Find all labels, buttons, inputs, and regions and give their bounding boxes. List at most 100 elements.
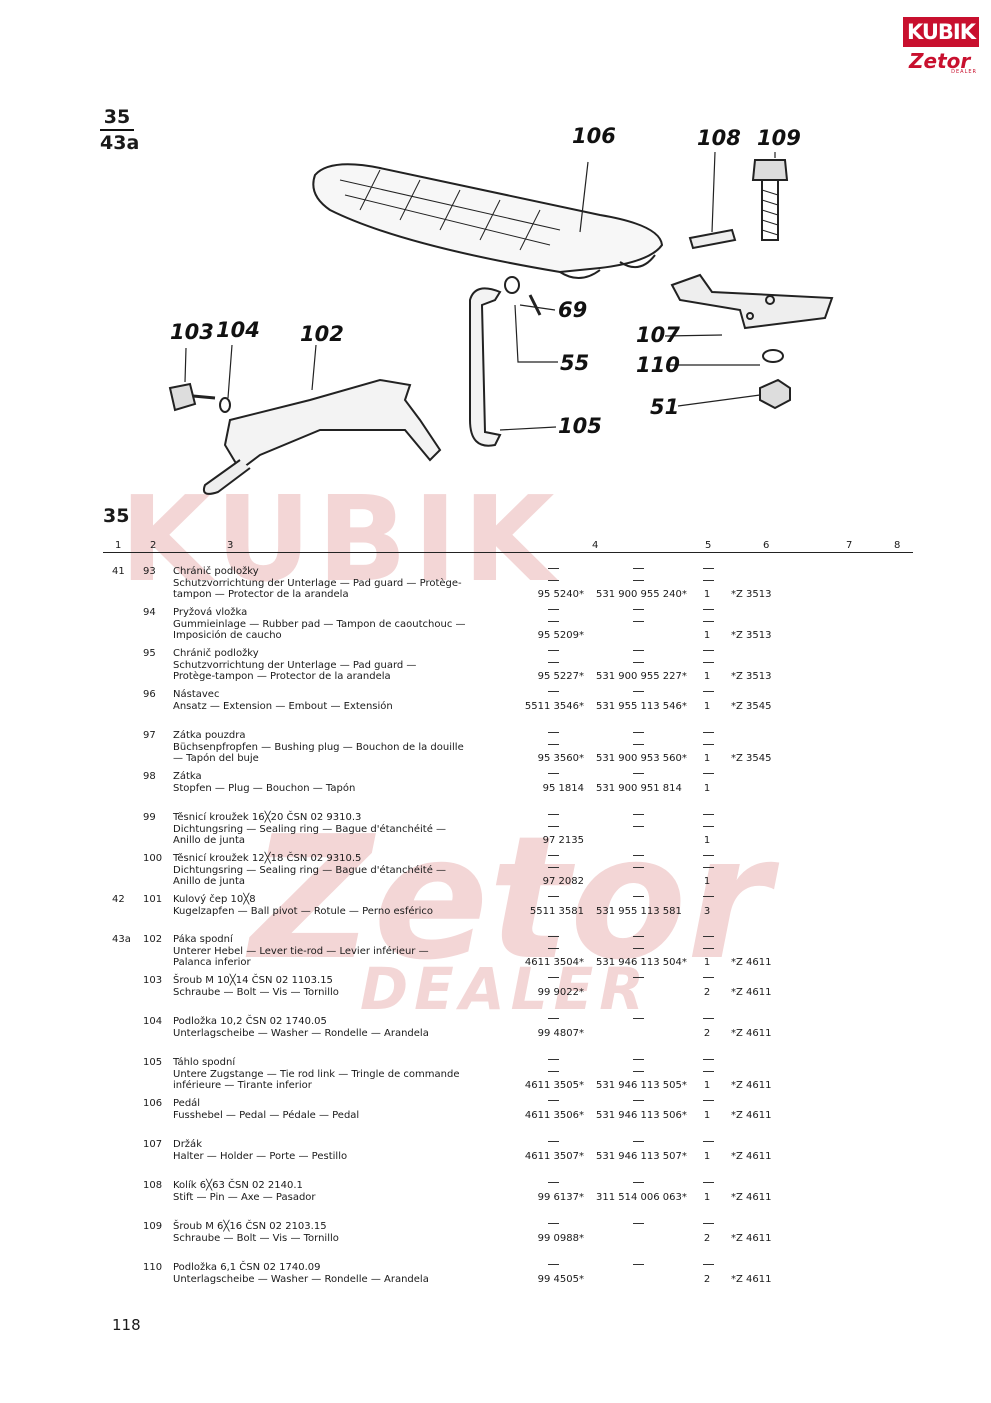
placeholder-dash — [703, 1018, 714, 1019]
callout-69: 69 — [558, 298, 588, 322]
description-line: Halter — Holder — Porte — Pestillo — [173, 1150, 348, 1162]
description-line: Šroub M 10╳14 ČSN 02 1103.15 — [173, 975, 333, 986]
placeholder-dash — [548, 814, 559, 815]
placeholder-dash — [633, 691, 644, 692]
description-line: Pedál — [173, 1098, 201, 1109]
position-cell: 110 — [143, 1262, 163, 1273]
bolt-103-part — [168, 382, 197, 412]
description-line: Schraube — Bolt — Vis — Tornillo — [173, 986, 339, 998]
holder-part — [670, 273, 834, 330]
note-cell: *Z 4611 — [731, 957, 772, 968]
description-line: Unterer Hebel — Lever tie-rod — Levier i… — [173, 945, 429, 957]
position-cell: 109 — [143, 1221, 163, 1232]
description-line: Imposición de caucho — [173, 630, 282, 641]
description-line: Táhlo spodní — [173, 1057, 236, 1068]
part-number-cell: 4611 3504* — [524, 957, 584, 968]
col-header-4: 4 — [592, 540, 599, 551]
placeholder-dash — [548, 855, 559, 856]
catalog-number-cell: 531 946 113 505* — [596, 1080, 687, 1091]
description-line: tampon — Protector de la arandela — [173, 589, 349, 600]
callout-107: 107 — [636, 323, 680, 347]
placeholder-dash — [548, 1071, 559, 1072]
part-number-cell: 97 2135 — [542, 835, 584, 846]
placeholder-dash — [703, 948, 714, 949]
placeholder-dash — [703, 855, 714, 856]
description-line: Ansatz — Extension — Embout — Extensión — [173, 700, 393, 712]
placeholder-dash — [548, 1264, 559, 1265]
placeholder-dash — [548, 1223, 559, 1224]
quantity-cell: 1 — [703, 782, 711, 794]
quantity-cell: 1 — [703, 1191, 711, 1203]
description-line: Těsnicí kroužek 16╳20 ČSN 02 9310.3 — [173, 812, 362, 823]
placeholder-dash — [633, 662, 644, 663]
callout-104: 104 — [216, 318, 260, 342]
washer-104-part — [219, 397, 231, 413]
placeholder-dash — [548, 744, 559, 745]
nut-part — [759, 378, 791, 410]
placeholder-dash — [703, 773, 714, 774]
description-line: Těsnicí kroužek 12╳18 ČSN 02 9310.5 — [173, 853, 362, 864]
placeholder-dash — [703, 650, 714, 651]
tie-rod-part — [469, 287, 502, 447]
description-line: Untere Zugstange — Tie rod link — Tringl… — [173, 1068, 460, 1080]
description-line: Držák — [173, 1139, 202, 1150]
placeholder-dash — [703, 1100, 714, 1101]
exploded-parts-diagram — [168, 151, 834, 495]
callout-55: 55 — [560, 351, 590, 375]
description-line: Pryžová vložka — [173, 607, 248, 618]
placeholder-dash — [633, 948, 644, 949]
placeholder-dash — [548, 867, 559, 868]
position-cell: 102 — [143, 934, 163, 945]
note-cell: *Z 4611 — [731, 986, 772, 998]
placeholder-dash — [703, 580, 714, 581]
note-cell: *Z 3513 — [731, 630, 772, 641]
description-line: Büchsenpfropfen — Bushing plug — Bouchon… — [173, 741, 464, 753]
placeholder-dash — [703, 1141, 714, 1142]
callout-108: 108 — [697, 126, 741, 150]
logo-script-text: Zetor — [909, 49, 971, 73]
placeholder-dash — [548, 948, 559, 949]
placeholder-dash — [633, 1059, 644, 1060]
quantity-cell: 2 — [703, 1273, 711, 1285]
placeholder-dash — [548, 568, 559, 569]
placeholder-dash — [703, 1071, 714, 1072]
placeholder-dash — [633, 855, 644, 856]
group-cell: 42 — [112, 894, 125, 905]
lever-part — [223, 378, 442, 472]
placeholder-dash — [703, 896, 714, 897]
placeholder-dash — [633, 568, 644, 569]
position-cell: 101 — [143, 894, 163, 905]
logo-dealer-text: DEALER — [951, 69, 977, 75]
placeholder-dash — [633, 1100, 644, 1101]
description-line: Anillo de junta — [173, 835, 245, 846]
part-number-cell: 95 3560* — [537, 753, 584, 764]
description-line: Chránič podložky — [173, 648, 259, 659]
catalog-number-cell: 531 946 113 506* — [596, 1109, 687, 1121]
quantity-cell: 1 — [703, 589, 711, 600]
note-cell: *Z 4611 — [731, 1191, 772, 1203]
description-line: Šroub M 6╳16 ČSN 02 2103.15 — [173, 1221, 327, 1232]
col-header-3: 3 — [227, 540, 234, 551]
part-number-cell: 5511 3581 — [529, 905, 584, 917]
placeholder-dash — [548, 773, 559, 774]
watermark-script: Zetor — [250, 800, 771, 998]
header-rule — [103, 552, 913, 553]
catalog-number-cell: 531 955 113 546* — [596, 700, 687, 712]
description-line: Páka spodní — [173, 934, 233, 945]
catalog-number-cell: 531 900 951 814 — [596, 782, 682, 794]
note-cell: *Z 4611 — [731, 1232, 772, 1244]
catalog-number-cell: 311 514 006 063* — [596, 1191, 687, 1203]
position-cell: 103 — [143, 975, 163, 986]
description-line: Zátka pouzdra — [173, 730, 246, 741]
quantity-cell: 1 — [703, 876, 711, 887]
group-cell: 41 — [112, 566, 125, 577]
placeholder-dash — [703, 814, 714, 815]
note-cell: *Z 4611 — [731, 1273, 772, 1285]
description-line: Kolík 6╳63 ČSN 02 2140.1 — [173, 1180, 303, 1191]
placeholder-dash — [633, 773, 644, 774]
brand-logo: KUBIK Zetor DEALER — [903, 17, 979, 77]
placeholder-dash — [633, 1223, 644, 1224]
part-number-cell: 99 9022* — [537, 986, 584, 998]
placeholder-dash — [548, 936, 559, 937]
description-line: Fusshebel — Pedal — Pédale — Pedal — [173, 1109, 360, 1121]
